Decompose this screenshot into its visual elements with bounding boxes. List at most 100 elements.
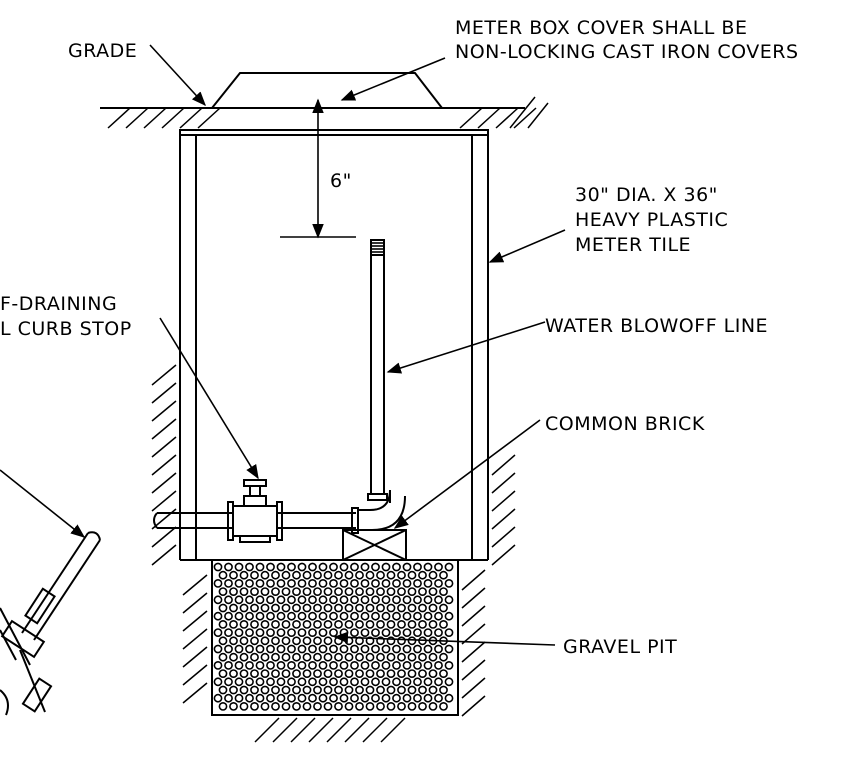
hatch-stroke bbox=[182, 574, 208, 596]
hatch-stroke bbox=[125, 107, 149, 129]
gravel-stone bbox=[428, 685, 438, 695]
gravel-stone bbox=[376, 702, 385, 711]
gravel-stone bbox=[365, 570, 375, 580]
curb-stop-valve bbox=[227, 479, 283, 543]
gravel-stone bbox=[365, 636, 375, 646]
hatch-stroke bbox=[151, 436, 177, 458]
gravel-stone bbox=[255, 595, 265, 605]
hatch-stroke bbox=[461, 605, 486, 627]
gravel-stone bbox=[297, 579, 307, 588]
gravel-stone bbox=[266, 595, 275, 605]
gravel-stone bbox=[344, 652, 354, 662]
gravel-stone bbox=[423, 595, 433, 605]
gravel-stone bbox=[371, 628, 380, 637]
hatch-stroke bbox=[461, 695, 486, 717]
gravel-stone bbox=[302, 587, 312, 596]
gravel-stone bbox=[260, 620, 270, 629]
gravel-stone bbox=[239, 685, 249, 695]
gravel-stone bbox=[376, 652, 385, 662]
gravel-stone bbox=[397, 603, 406, 613]
gravel-stone bbox=[292, 652, 301, 662]
gravel-stone bbox=[302, 636, 312, 646]
gravel-stone bbox=[344, 702, 354, 711]
gravel-stone bbox=[239, 652, 249, 662]
gravel-stone bbox=[218, 669, 228, 678]
gravel-stone bbox=[329, 579, 338, 588]
gravel-stone bbox=[444, 562, 454, 572]
cover-note-line2: NON-LOCKING CAST IRON COVERS bbox=[455, 41, 799, 63]
gravel-stone bbox=[245, 628, 254, 637]
gravel-stone bbox=[239, 587, 249, 596]
gravel-stone bbox=[323, 570, 333, 580]
gravel-stone bbox=[260, 603, 270, 613]
gravel-stone bbox=[402, 562, 412, 572]
gravel-stone bbox=[255, 579, 265, 588]
gravel-stone bbox=[234, 579, 244, 588]
gravel-stone bbox=[402, 628, 412, 637]
gravel-stone bbox=[439, 570, 448, 580]
gravel-stone bbox=[381, 644, 391, 654]
gravel-stone bbox=[334, 620, 343, 629]
gravel-stone bbox=[413, 562, 422, 572]
gravel-stone bbox=[224, 628, 233, 637]
tile-note-line3: METER TILE bbox=[575, 234, 691, 256]
hatch-stroke bbox=[182, 610, 208, 632]
gravel-stone bbox=[329, 677, 338, 687]
gravel-stone bbox=[407, 587, 417, 596]
gravel-stone bbox=[276, 693, 286, 703]
gravel-stone bbox=[439, 685, 448, 695]
gravel-stone bbox=[271, 652, 280, 662]
gravel-stone bbox=[218, 636, 228, 646]
gravel-stone bbox=[313, 685, 322, 695]
gravel-stone bbox=[350, 562, 359, 572]
gravel-stone bbox=[434, 661, 443, 670]
gravel-stone bbox=[250, 587, 259, 596]
gravel-stone bbox=[245, 693, 254, 703]
gravel-stone bbox=[444, 677, 454, 687]
gravel-stone bbox=[245, 595, 254, 605]
hatch-stroke bbox=[491, 508, 516, 530]
gravel-stone bbox=[287, 693, 296, 703]
gravel-stone bbox=[308, 628, 317, 637]
gravel-stone bbox=[260, 570, 270, 580]
gravel-stone bbox=[323, 702, 333, 711]
gravel-stone bbox=[444, 693, 454, 703]
gravel-stone bbox=[281, 603, 291, 613]
gravel-stone bbox=[218, 620, 228, 629]
gravel-stone bbox=[297, 693, 307, 703]
gravel-stone bbox=[308, 595, 317, 605]
gravel-stone bbox=[407, 570, 417, 580]
gravel-stone bbox=[371, 611, 380, 621]
gravel-stone bbox=[381, 661, 391, 670]
gravel-stone bbox=[371, 562, 380, 572]
gravel-stone bbox=[381, 579, 391, 588]
hatch-stroke bbox=[461, 659, 486, 681]
gravel-stone bbox=[339, 677, 349, 687]
hatch-stroke bbox=[491, 526, 516, 548]
gravel-stone bbox=[339, 628, 349, 637]
gravel-stone bbox=[250, 685, 259, 695]
gravel-stone bbox=[266, 562, 275, 572]
gravel-stone bbox=[339, 661, 349, 670]
meter-tile bbox=[179, 129, 489, 561]
gravel-stone bbox=[418, 669, 427, 678]
gravel-stone bbox=[250, 652, 259, 662]
gravel-stone bbox=[392, 579, 401, 588]
grade-label: GRADE bbox=[68, 40, 137, 62]
gravel-stone bbox=[276, 611, 286, 621]
gravel-stone bbox=[371, 661, 380, 670]
gravel-stone bbox=[313, 620, 322, 629]
gravel-stone bbox=[386, 652, 396, 662]
curb-stop-note-line1: F-DRAINING bbox=[0, 293, 117, 315]
gravel-stone bbox=[423, 644, 433, 654]
clearance-label: 6" bbox=[330, 170, 352, 192]
gravel-stone bbox=[418, 603, 427, 613]
soil-hatch-grade-right bbox=[459, 96, 549, 129]
gravel-stone bbox=[407, 669, 417, 678]
gravel-stone bbox=[339, 579, 349, 588]
gravel-stone bbox=[371, 595, 380, 605]
gravel-stone bbox=[439, 587, 448, 596]
gravel-stone bbox=[386, 702, 396, 711]
hatch-stroke bbox=[182, 646, 208, 668]
gravel-stone bbox=[428, 669, 438, 678]
